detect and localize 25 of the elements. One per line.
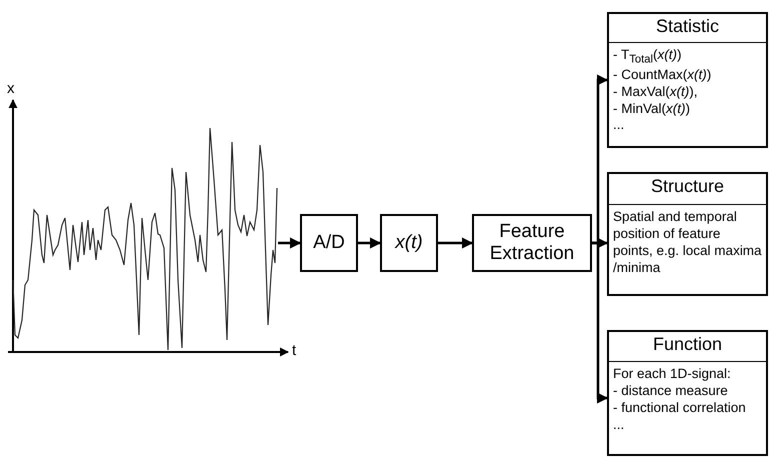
arrow [438,237,474,249]
box-text: - CountMax(x(t)) [612,66,712,84]
box-heading: Structure [609,174,766,205]
box-text: For each 1D-signal: [612,366,732,383]
axis-label: t [292,342,296,359]
category-box [607,172,768,296]
box-text: ... [612,416,626,434]
box-heading: Statistic [609,14,766,43]
category-box [607,330,768,456]
box-text: - functional correlation [612,400,747,417]
box-heading: Function [609,332,766,362]
arrow [592,242,608,404]
process-box: Feature Extraction [472,214,592,272]
process-box: x(t) [380,214,438,272]
arrow [278,237,302,249]
box-text: - MaxVal(x(t)), [612,84,699,100]
box-text: - MinVal(x(t)) [612,100,692,118]
box-text: - distance measure [612,382,729,400]
box-text: ... [612,117,626,134]
box-text: - T$_{Total}$(x(t)) [612,47,683,67]
box-text: Spatial and temporal position of feature points, e.g. local maxima /minima [612,209,763,276]
process-box: A/D [300,214,358,272]
category-box [607,12,768,148]
axis-label: x [7,80,14,97]
arrow [358,237,382,249]
